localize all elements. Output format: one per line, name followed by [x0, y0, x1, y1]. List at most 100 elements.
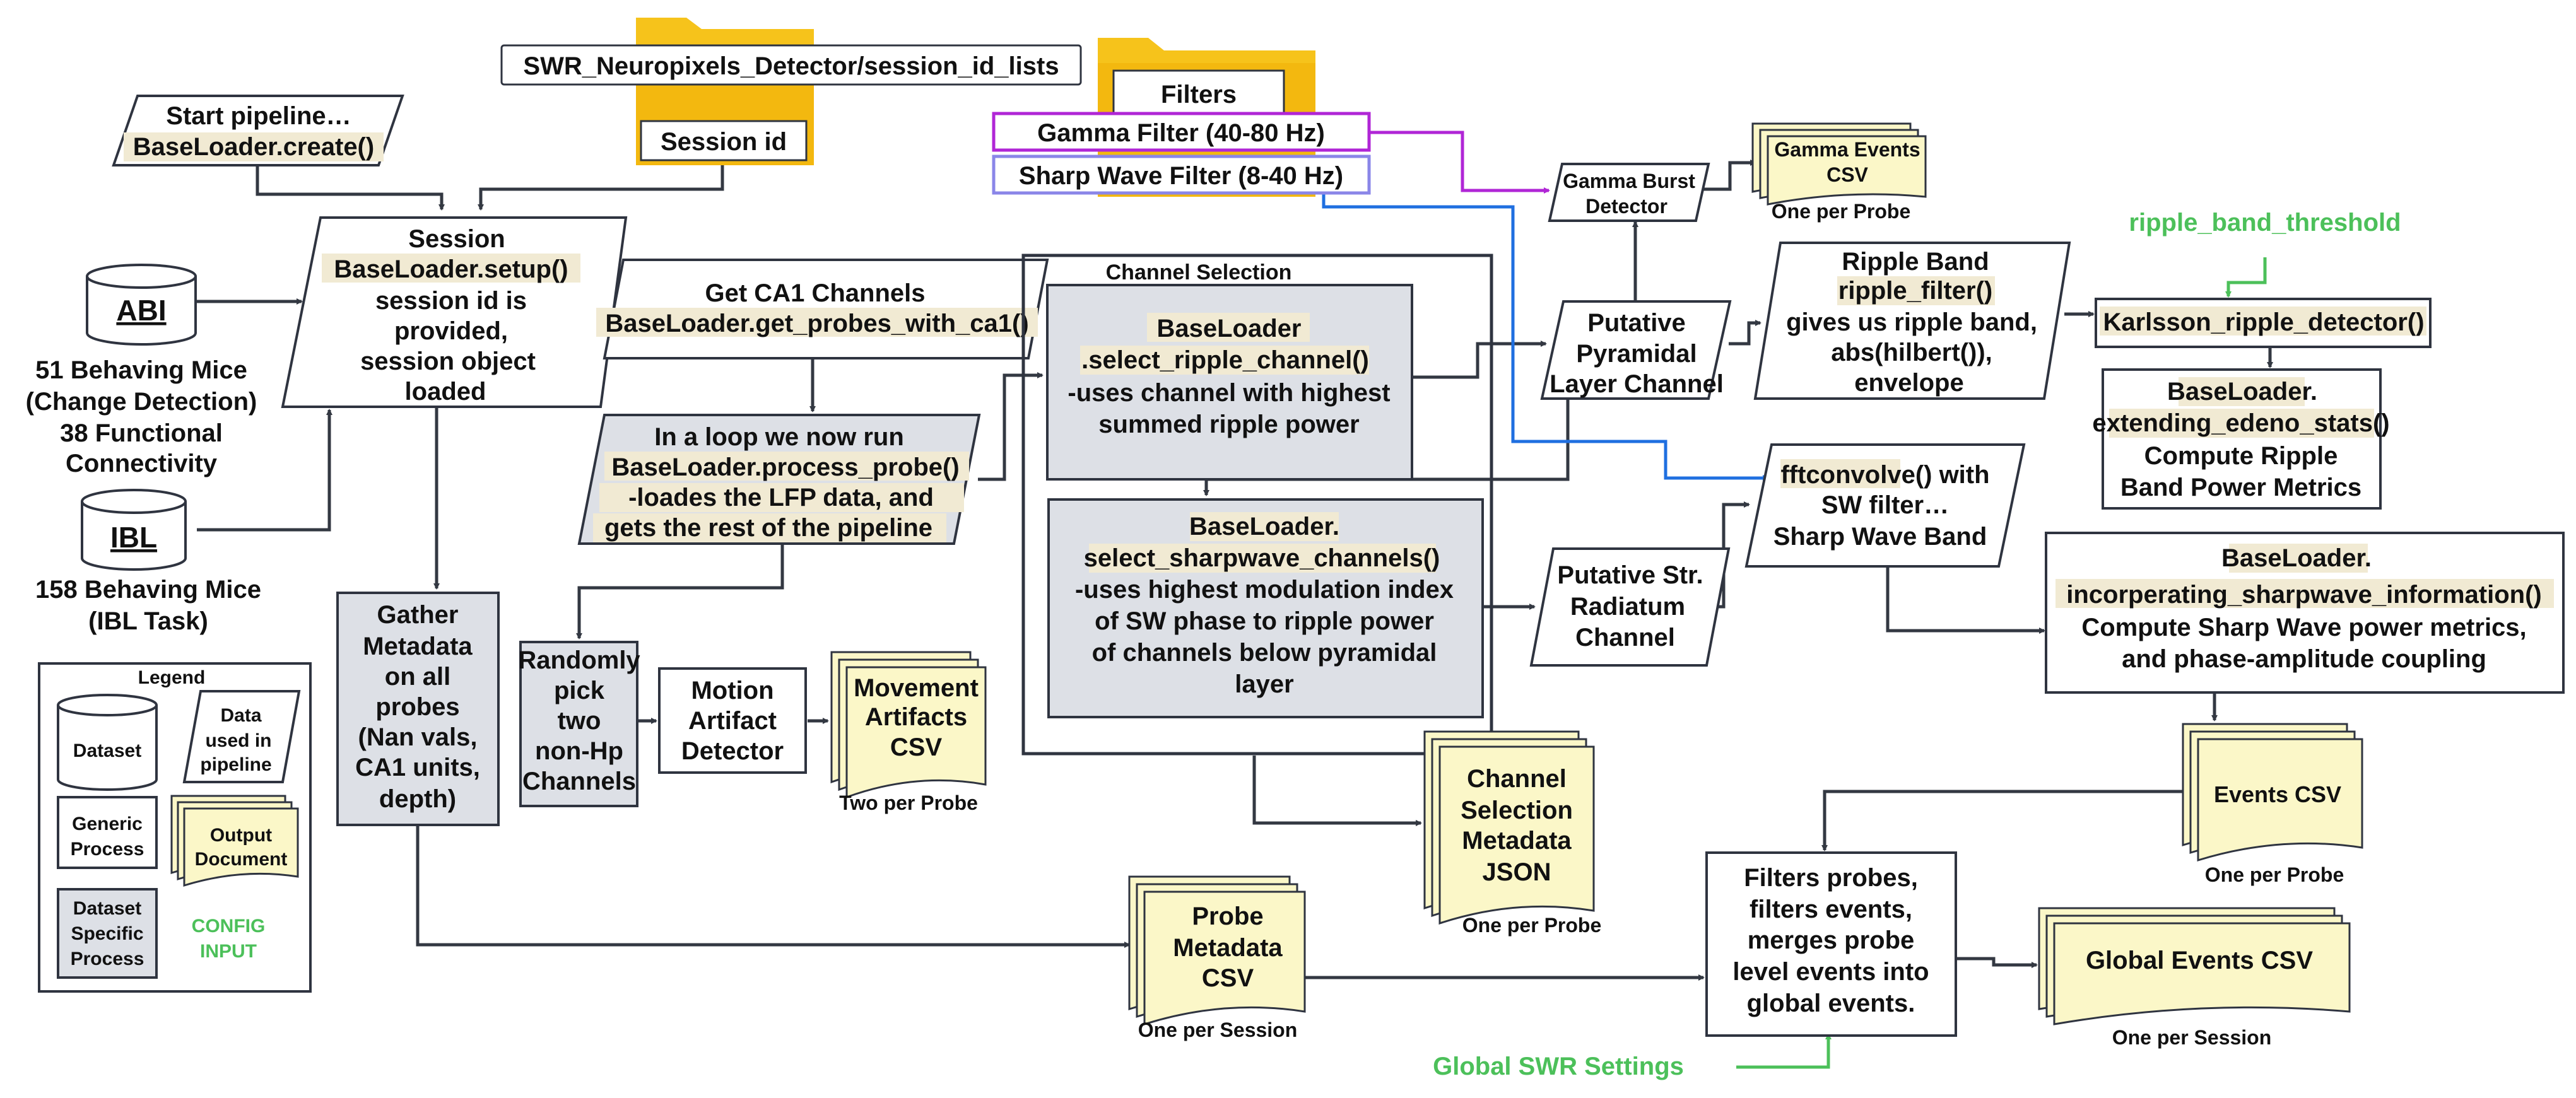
svg-text:-loades the LFP data, and: -loades the LFP data, and [628, 484, 934, 511]
svg-text:Two per Probe: Two per Probe [839, 791, 978, 814]
edge-gamma-to-csv [1703, 160, 1756, 191]
legend-generic-process: Generic Process [57, 796, 158, 869]
database-icon [57, 705, 158, 791]
gamma-filter-box [992, 112, 1371, 152]
svg-text:Connectivity: Connectivity [66, 450, 218, 477]
svg-text:BaseLoader.process_probe(): BaseLoader.process_probe() [611, 453, 959, 481]
edge-sessionid-to-session [478, 165, 724, 211]
doc-events-csv: Events CSV One per Probe [2182, 723, 2363, 886]
svg-text:loaded: loaded [405, 378, 486, 406]
svg-text:CSV: CSV [1826, 163, 1868, 186]
node-filters-probes: Filters probes, filters events, merges p… [1705, 851, 1957, 1037]
svg-text:provided,: provided, [394, 317, 508, 345]
node-select-sharpwave-channels: BaseLoader. select_sharpwave_channels() … [1047, 498, 1484, 718]
svg-text:abs(hilbert()),: abs(hilbert()), [1831, 339, 1992, 366]
svg-text:session object: session object [360, 348, 536, 375]
edge-events-to-filters [1821, 790, 2183, 851]
svg-text:merges probe: merges probe [1748, 926, 1915, 954]
svg-text:.select_ripple_channel(): .select_ripple_channel() [1081, 346, 1369, 374]
svg-text:two: two [558, 707, 601, 735]
database-icon [86, 276, 197, 346]
node-session: Session BaseLoader.setup() session id is… [281, 216, 628, 408]
svg-text:gets the rest of the pipeline: gets the rest of the pipeline [604, 514, 932, 542]
edge-gather-to-probecsv [416, 825, 1131, 948]
svg-text:BaseLoader.: BaseLoader. [2221, 544, 2372, 572]
svg-text:One per Probe: One per Probe [1462, 914, 1602, 937]
svg-text:38 Functional: 38 Functional [60, 419, 223, 447]
svg-text:Data: Data [220, 705, 261, 726]
svg-text:filters events,: filters events, [1750, 896, 1912, 923]
svg-text:non-Hp: non-Hp [535, 737, 623, 765]
doc-movement-artifacts-csv: Movement Artifacts CSV Two per Probe [830, 651, 987, 814]
svg-text:Artifacts: Artifacts [865, 703, 967, 731]
svg-text:global events.: global events. [1747, 990, 1915, 1017]
svg-text:Metadata: Metadata [1173, 934, 1283, 962]
svg-text:Channel: Channel [1575, 624, 1675, 651]
group-channel-selection: Channel Selection [1021, 254, 1493, 756]
folder-filters: Filters Gamma Filter (40-80 Hz) Sharp Wa… [992, 38, 1371, 197]
svg-text:Pyramidal: Pyramidal [1576, 340, 1697, 368]
edge-gamma-filter-to-detector [1368, 131, 1550, 194]
svg-text:Events CSV: Events CSV [2214, 781, 2341, 807]
svg-text:Putative Str.: Putative Str. [1557, 561, 1703, 589]
legend: Legend Dataset Data used in pipeline Gen… [38, 662, 312, 993]
svg-text:Generic: Generic [72, 814, 143, 834]
node-select-ripple-channel: BaseLoader .select_ripple_channel() -use… [1046, 284, 1413, 481]
node-incorporating-sharpwave: BaseLoader. incorperating_sharpwave_info… [2045, 532, 2565, 694]
svg-text:Process: Process [71, 949, 144, 969]
svg-text:level events into: level events into [1732, 958, 1929, 986]
svg-text:layer: layer [1235, 670, 1293, 698]
svg-text:One per Probe: One per Probe [2205, 863, 2344, 886]
edge-ibl-to-session [197, 409, 332, 532]
svg-text:Session: Session [408, 225, 505, 253]
gamma-filter-label: Gamma Filter (40-80 Hz) [1037, 119, 1325, 147]
doc-global-events-csv: Global Events CSV One per Session [2038, 907, 2351, 1049]
svg-text:Metadata: Metadata [1462, 827, 1572, 855]
filters-label: Filters [1161, 81, 1237, 108]
svg-text:ABI: ABI [116, 294, 166, 327]
svg-text:summed ripple power: summed ripple power [1098, 411, 1359, 438]
node-ripple-band: Ripple Band ripple_filter() gives us rip… [1753, 242, 2071, 400]
svg-text:JSON: JSON [1483, 858, 1551, 886]
svg-text:Gamma Events: Gamma Events [1774, 138, 1920, 161]
svg-text:extending_edeno_stats(): extending_edeno_stats() [2092, 409, 2389, 437]
edge-start-to-session [256, 165, 445, 211]
svg-text:Sharp Wave Band: Sharp Wave Band [1773, 523, 1987, 551]
edge-settings-to-filters [1736, 1033, 1832, 1069]
svg-text:Process: Process [71, 839, 144, 860]
svg-text:Specific: Specific [71, 923, 143, 944]
legend-title: Legend [138, 667, 206, 688]
svg-text:Karlsson_ripple_detector(): Karlsson_ripple_detector() [2103, 308, 2424, 336]
svg-text:One per Probe: One per Probe [1772, 200, 1911, 223]
svg-text:envelope: envelope [1854, 369, 1963, 397]
svg-text:BaseLoader.: BaseLoader. [2167, 378, 2317, 406]
node-putative-pyramidal: Putative Pyramidal Layer Channel [1540, 300, 1732, 400]
edge-channelsel-to-json [1252, 756, 1422, 826]
edge-sw-filter-to-fftconvolve [1322, 194, 1769, 481]
svg-text:SW filter…: SW filter… [1821, 491, 1949, 519]
edge-threshold-to-karlsson [2225, 257, 2267, 298]
session-id-lists-path: SWR_Neuropixels_Detector/session_id_list… [523, 52, 1059, 80]
svg-text:-uses highest modulation index: -uses highest modulation index [1075, 576, 1454, 604]
svg-text:One per Session: One per Session [1138, 1019, 1298, 1041]
svg-text:(IBL Task): (IBL Task) [88, 607, 208, 635]
legend-dataset: Dataset [57, 694, 158, 791]
svg-text:incorperating_sharpwave_inform: incorperating_sharpwave_information() [2066, 581, 2541, 609]
svg-text:BaseLoader.: BaseLoader. [1189, 513, 1339, 540]
svg-text:Motion: Motion [691, 677, 773, 704]
node-extending-edeno-stats: BaseLoader. extending_edeno_stats() Comp… [2092, 368, 2390, 510]
folder-session-id-lists: SWR_Neuropixels_Detector/session_id_list… [500, 18, 1082, 165]
config-global-swr-settings: Global SWR Settings [1433, 1053, 1684, 1080]
svg-text:Ripple Band: Ripple Band [1842, 248, 1989, 276]
svg-text:probes: probes [375, 693, 459, 721]
node-putative-radiatum: Putative Str. Radiatum Channel [1529, 547, 1731, 667]
edge-loop-to-random [576, 544, 784, 640]
node-motion-artifact-detector: Motion Artifact Detector [658, 667, 807, 774]
svg-text:Get CA1 Channels: Get CA1 Channels [705, 279, 926, 307]
svg-text:Layer Channel: Layer Channel [1550, 370, 1724, 398]
svg-text:and phase-amplitude coupling: and phase-amplitude coupling [2122, 645, 2486, 673]
doc-probe-metadata-csv: Probe Metadata CSV One per Session [1128, 875, 1306, 1041]
svg-text:Gather: Gather [377, 601, 459, 629]
legend-dataset-specific-process: Dataset Specific Process [57, 888, 158, 979]
